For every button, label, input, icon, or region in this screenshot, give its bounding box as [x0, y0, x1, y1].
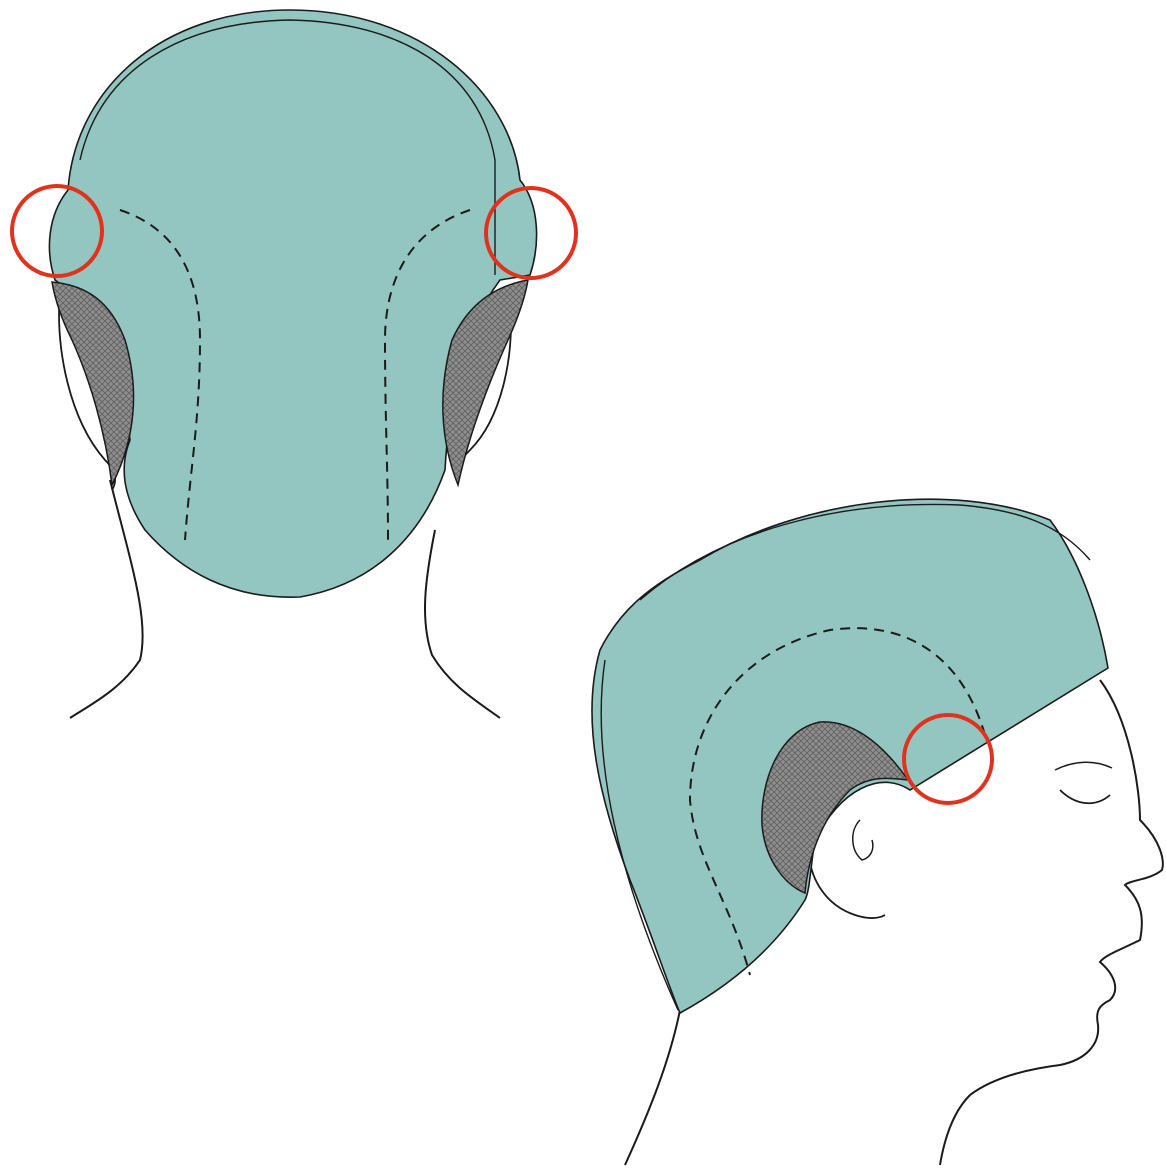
side-face-profile	[940, 680, 1163, 1165]
rear-neck-left	[70, 480, 143, 718]
rear-neck-right	[425, 530, 500, 718]
rear-view	[12, 10, 576, 718]
side-eyebrow	[1055, 762, 1112, 770]
side-view	[592, 499, 1163, 1165]
side-neck-back	[625, 1010, 680, 1165]
rear-cap	[49, 10, 536, 597]
side-eye	[1060, 790, 1110, 803]
side-ear-inner	[853, 820, 873, 860]
